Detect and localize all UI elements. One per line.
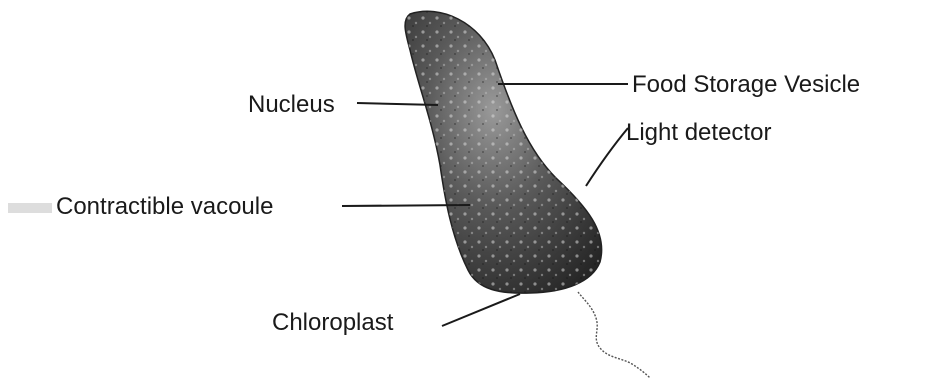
leader-chloroplast xyxy=(442,294,520,326)
label-smudge xyxy=(8,203,52,213)
euglena-cell xyxy=(405,11,650,378)
leader-contractile-vacuole xyxy=(342,205,470,206)
food-storage-vesicle-label: Food Storage Vesicle xyxy=(632,71,860,98)
light-detector-label: Light detector xyxy=(626,119,771,146)
cell-texture xyxy=(405,11,602,293)
label-nucleus: Nucleus xyxy=(248,91,438,118)
flagellum xyxy=(578,292,650,378)
contractile-vacuole-label: Contractible vacoule xyxy=(56,193,273,220)
label-contractile-vacuole: Contractible vacoule xyxy=(8,193,470,220)
label-food-storage-vesicle: Food Storage Vesicle xyxy=(498,71,860,98)
label-chloroplast: Chloroplast xyxy=(272,294,520,336)
label-light-detector: Light detector xyxy=(586,119,771,186)
chloroplast-label: Chloroplast xyxy=(272,309,394,336)
leader-light-detector xyxy=(586,128,628,186)
nucleus-label: Nucleus xyxy=(248,91,335,118)
